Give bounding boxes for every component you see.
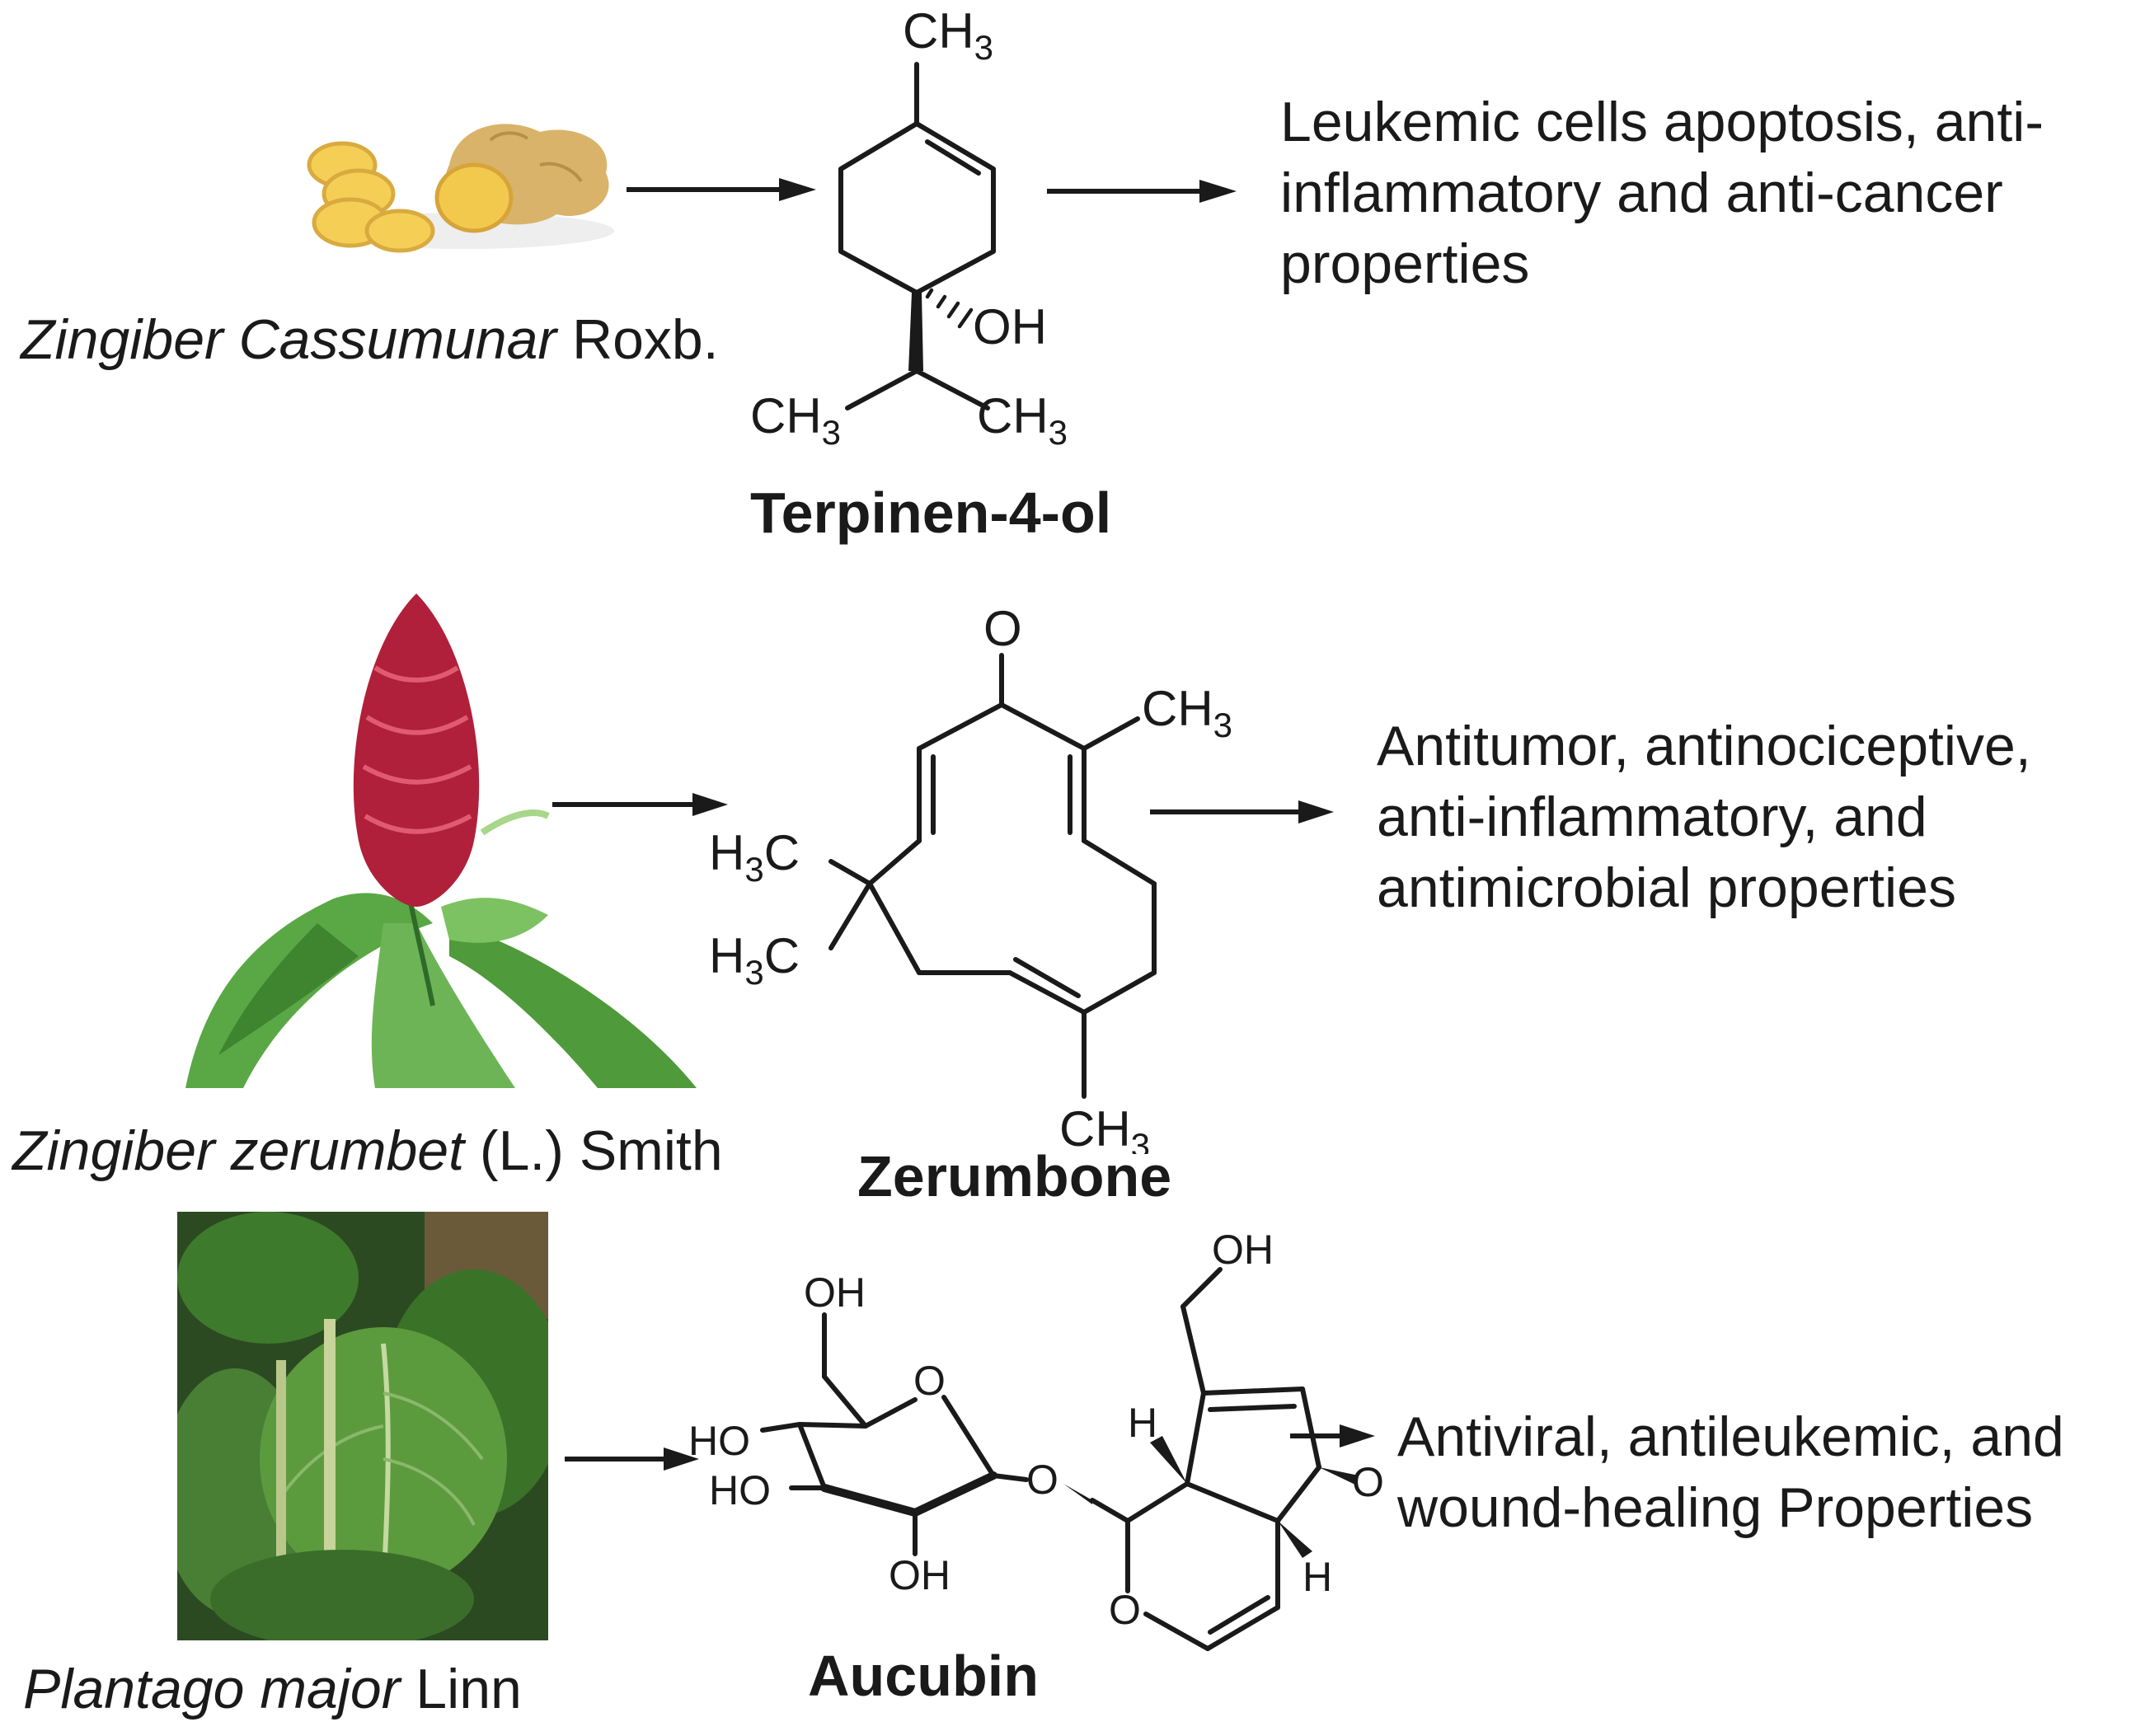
properties-terpinen-4-ol: Leukemic cells apoptosis, anti- inflamma… xyxy=(1280,91,2044,295)
properties-zerumbone: Antitumor, antinociceptive, anti-inflamm… xyxy=(1377,715,2031,919)
arrow-right-icon xyxy=(1290,1424,1375,1447)
atom-o-pyran: O xyxy=(1109,1587,1141,1633)
red-ginger-flower-photo xyxy=(185,594,697,1088)
atom-h-lower: H xyxy=(1302,1554,1332,1600)
zerumbone-structure: O CH3 H3C H3C CH3 xyxy=(709,601,1232,1154)
atom-oh-glucose-top: OH xyxy=(804,1269,866,1316)
compound-name-zerumbone: Zerumbone xyxy=(857,1144,1172,1208)
row-zerumbone: Zingiber zerumbet (L.) Smith O CH3 H3C H… xyxy=(0,561,2145,1220)
atom-ch3-ketone: CH3 xyxy=(1142,681,1232,744)
atom-oh-hydroxymethyl: OH xyxy=(1212,1227,1274,1273)
atom-ho-lower: HO xyxy=(709,1467,771,1513)
atom-h-upper: H xyxy=(1128,1400,1157,1446)
terpinen-4-ol-structure: CH3 OH CH3 CH3 xyxy=(750,3,1068,452)
row-aucubin: Plantago major Linn OH O O HO HO OH O xyxy=(0,1203,2145,1736)
arrow-right-icon xyxy=(565,1447,699,1471)
arrow-right-icon xyxy=(627,178,816,201)
compound-name-terpinen-4-ol: Terpinen-4-ol xyxy=(750,481,1112,545)
row-terpinen: Zingiber Cassumunar Roxb. CH3 OH CH3 CH3… xyxy=(0,0,2145,577)
atom-oh-right: OH xyxy=(1352,1459,1385,1505)
aucubin-structure: OH O O HO HO OH O OH xyxy=(688,1227,1385,1651)
atom-ch3-top: CH3 xyxy=(903,3,993,67)
atom-ch3-right: CH3 xyxy=(977,388,1068,452)
plantain-leaves-photo xyxy=(177,1212,548,1640)
arrow-right-icon xyxy=(1150,800,1334,823)
atom-ch3-bottom: CH3 xyxy=(1059,1101,1150,1154)
atom-h3c-upper: H3C xyxy=(709,825,800,889)
atom-oh-glucose-bottom: OH xyxy=(889,1552,950,1598)
ginger-rhizome-photo xyxy=(307,124,614,253)
species-label-zingiber-cassumunar: Zingiber Cassumunar Roxb. xyxy=(21,308,719,371)
atom-ho-upper: HO xyxy=(688,1418,750,1464)
atom-o: O xyxy=(983,601,1022,656)
properties-aucubin: Antiviral, antileukemic, and wound-heali… xyxy=(1397,1405,2064,1539)
atom-oh: OH xyxy=(973,299,1047,354)
species-label-plantago-major: Plantago major Linn xyxy=(23,1658,522,1720)
atom-o-glycosidic: O xyxy=(1026,1457,1058,1503)
atom-h3c-lower: H3C xyxy=(709,928,800,992)
species-label-zingiber-zerumbet: Zingiber zerumbet (L.) Smith xyxy=(12,1119,723,1182)
arrow-right-icon xyxy=(1047,180,1237,203)
arrow-right-icon xyxy=(552,793,728,816)
atom-o-ring: O xyxy=(913,1358,946,1404)
atom-ch3-left: CH3 xyxy=(750,388,841,452)
compound-name-aucubin: Aucubin xyxy=(808,1644,1039,1708)
